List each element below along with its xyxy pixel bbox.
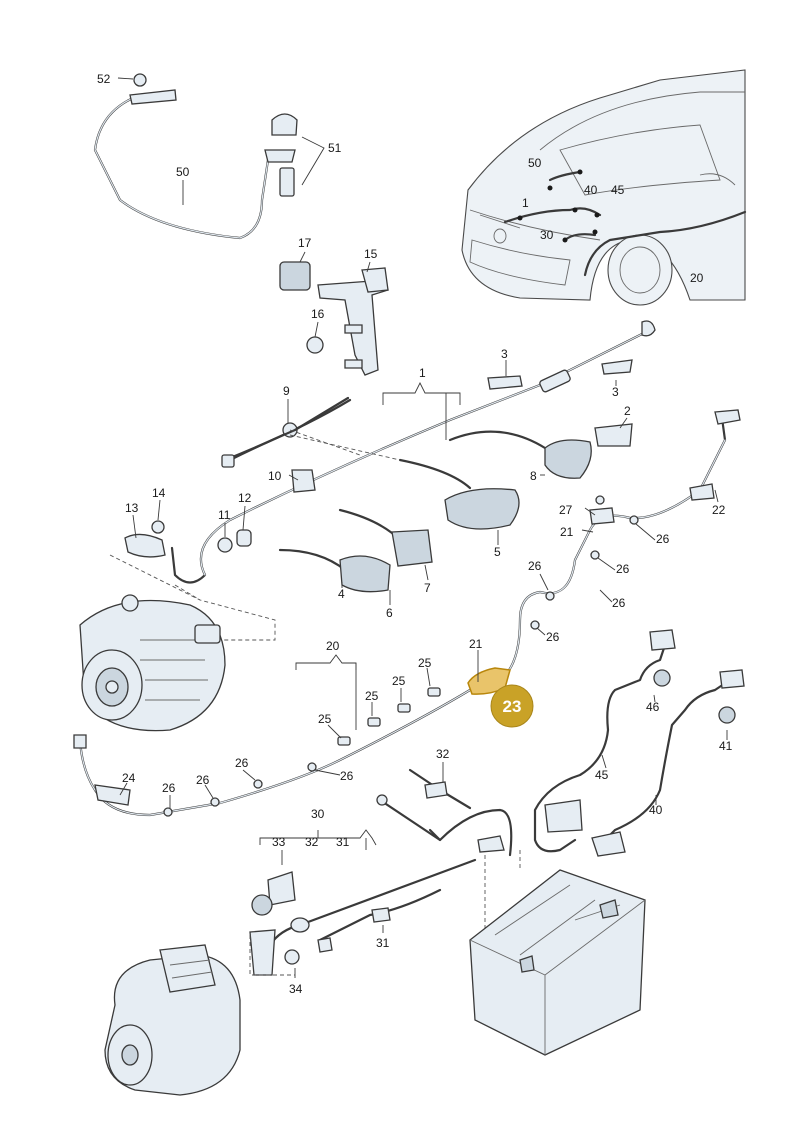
alternator-group — [79, 554, 276, 732]
car-label-20: 20 — [690, 271, 704, 285]
callout-17: 17 — [298, 236, 312, 250]
callout-25-d: 25 — [418, 656, 432, 670]
car-inset: 50 1 40 45 30 20 — [461, 69, 747, 306]
callout-4: 4 — [338, 587, 345, 601]
car-label-50: 50 — [528, 156, 542, 170]
callout-6: 6 — [386, 606, 393, 620]
callout-14: 14 — [152, 486, 166, 500]
callout-24: 24 — [122, 771, 136, 785]
callout-32-bottom: 32 — [305, 835, 319, 849]
starter-motor-group — [104, 944, 241, 1096]
callout-34: 34 — [289, 982, 303, 996]
callout-13: 13 — [125, 501, 139, 515]
callout-31-bottom: 31 — [376, 936, 390, 950]
callout-52: 52 — [97, 72, 111, 86]
car-label-1: 1 — [522, 196, 529, 210]
callout-10: 10 — [268, 469, 282, 483]
car-label-45: 45 — [611, 183, 625, 197]
leads-40-45-group: 46 41 45 40 — [533, 629, 745, 857]
callout-21-bottom: 21 — [469, 637, 483, 651]
callout-27: 27 — [559, 503, 573, 517]
ground-strap-group: 52 51 50 — [93, 72, 342, 240]
callout-11: 11 — [218, 508, 231, 522]
callout-33: 33 — [272, 835, 286, 849]
callout-32-top: 32 — [436, 747, 450, 761]
callout-15: 15 — [364, 247, 378, 261]
callout-7: 7 — [424, 581, 431, 595]
callout-41: 41 — [719, 739, 733, 753]
callout-8: 8 — [530, 469, 537, 483]
callout-1: 1 — [419, 366, 426, 380]
callout-26-a: 26 — [656, 532, 670, 546]
callout-26-i: 26 — [340, 769, 354, 783]
callout-22: 22 — [712, 503, 726, 517]
callout-3-top: 3 — [501, 347, 508, 361]
callout-2: 2 — [624, 404, 631, 418]
callout-51: 51 — [328, 141, 342, 155]
callout-26-d: 26 — [546, 630, 560, 644]
callout-50: 50 — [176, 165, 190, 179]
callout-40: 40 — [649, 803, 663, 817]
callout-26-h: 26 — [235, 756, 249, 770]
highlight-badge-23-label: 23 — [503, 697, 522, 716]
bracket-group: 17 15 16 — [279, 236, 389, 376]
callout-9: 9 — [283, 384, 290, 398]
callout-5: 5 — [494, 545, 501, 559]
callout-26-e: 26 — [528, 559, 542, 573]
callout-26-b: 26 — [616, 562, 630, 576]
callout-30: 30 — [311, 807, 325, 821]
callout-25-b: 25 — [365, 689, 379, 703]
battery-group — [469, 869, 646, 1056]
callout-45: 45 — [595, 768, 609, 782]
harness-20-group: 23 20 21 27 21 22 26 26 26 26 26 24 26 2… — [73, 409, 741, 817]
callout-20: 20 — [326, 639, 340, 653]
callout-26-c: 26 — [612, 596, 626, 610]
car-label-30: 30 — [540, 228, 554, 242]
callout-46: 46 — [646, 700, 660, 714]
callout-25-c: 25 — [392, 674, 406, 688]
callout-31-top: 31 — [336, 835, 350, 849]
highlight-badge-23[interactable] — [490, 684, 534, 728]
callout-21-top: 21 — [560, 525, 574, 539]
highlighted-part-23[interactable] — [467, 667, 511, 695]
car-label-40: 40 — [584, 183, 598, 197]
starter-harness-group: 32 30 33 32 31 31 34 — [249, 747, 521, 1000]
callout-25-a: 25 — [318, 712, 332, 726]
callout-26-f: 26 — [162, 781, 176, 795]
callout-3-right: 3 — [612, 385, 619, 399]
callout-16: 16 — [311, 307, 325, 321]
main-harness-group: 1 3 3 2 9 8 10 14 13 11 12 5 4 6 7 — [124, 320, 656, 620]
callout-12: 12 — [238, 491, 252, 505]
callout-26-g: 26 — [196, 773, 210, 787]
